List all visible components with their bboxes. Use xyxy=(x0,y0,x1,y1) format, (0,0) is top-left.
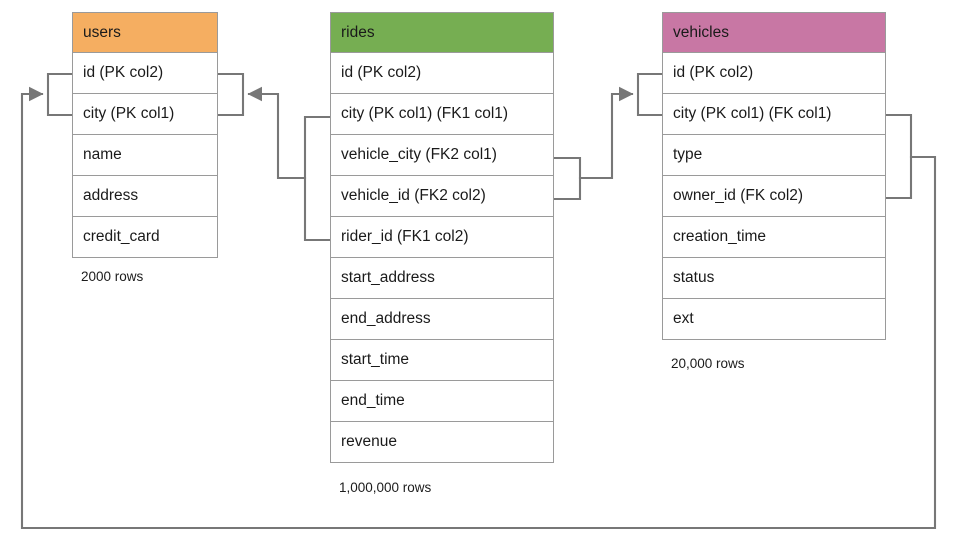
table-rides-column-vehicle-id: vehicle_id (FK2 col2) xyxy=(330,176,554,217)
table-vehicles-column-id: id (PK col2) xyxy=(662,53,886,94)
table-users-column-city: city (PK col1) xyxy=(72,94,218,135)
edge-users-right-bracket xyxy=(216,72,245,117)
table-rides-column-id: id (PK col2) xyxy=(330,53,554,94)
edge-rides-fk1-bracket xyxy=(303,115,332,242)
table-users-column-name: name xyxy=(72,135,218,176)
table-vehicles-column-status: status xyxy=(662,258,886,299)
table-rides-header: rides xyxy=(330,12,554,53)
table-users-column-credit-card: credit_card xyxy=(72,217,218,258)
table-rides-column-end-address: end_address xyxy=(330,299,554,340)
table-users-row-count: 2000 rows xyxy=(81,269,144,284)
table-rides-row-count: 1,000,000 rows xyxy=(339,480,432,495)
table-vehicles-column-ext: ext xyxy=(662,299,886,340)
table-vehicles-row-count: 20,000 rows xyxy=(671,356,745,371)
table-vehicles-column-city: city (PK col1) (FK col1) xyxy=(662,94,886,135)
table-rides-column-start-time: start_time xyxy=(330,340,554,381)
edge-vehicles-fk-to-users xyxy=(20,86,937,530)
edge-rides-fk2-bracket xyxy=(552,156,582,201)
table-vehicles-column-type: type xyxy=(662,135,886,176)
table-vehicles-header: vehicles xyxy=(662,12,886,53)
table-vehicles[interactable]: vehicles id (PK col2) city (PK col1) (FK… xyxy=(662,12,886,340)
edge-rides-fk2-to-vehicles xyxy=(578,86,634,180)
table-vehicles-column-owner-id: owner_id (FK col2) xyxy=(662,176,886,217)
table-users-column-address: address xyxy=(72,176,218,217)
table-rides-column-vehicle-city: vehicle_city (FK2 col1) xyxy=(330,135,554,176)
table-rides-column-city: city (PK col1) (FK1 col1) xyxy=(330,94,554,135)
edge-vehicles-fk-bracket xyxy=(884,113,913,200)
table-rides-column-revenue: revenue xyxy=(330,422,554,463)
table-rides-column-end-time: end_time xyxy=(330,381,554,422)
table-users[interactable]: users id (PK col2) city (PK col1) name a… xyxy=(72,12,218,258)
table-rides-column-start-address: start_address xyxy=(330,258,554,299)
table-users-column-id: id (PK col2) xyxy=(72,53,218,94)
table-vehicles-column-creation-time: creation_time xyxy=(662,217,886,258)
edge-vehicles-left-bracket xyxy=(636,72,664,117)
edge-rides-fk1-to-users xyxy=(247,86,307,180)
edge-users-left-bracket xyxy=(46,72,74,117)
table-users-header: users xyxy=(72,12,218,53)
table-rides-column-rider-id: rider_id (FK1 col2) xyxy=(330,217,554,258)
table-rides[interactable]: rides id (PK col2) city (PK col1) (FK1 c… xyxy=(330,12,554,463)
